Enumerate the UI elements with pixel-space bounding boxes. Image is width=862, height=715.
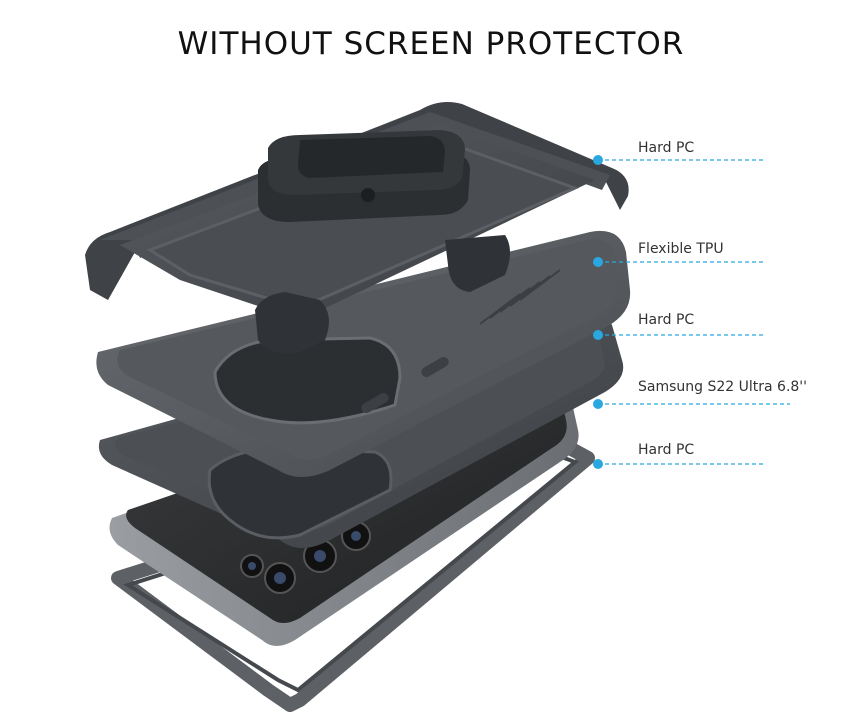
tpu-sleeve-layer <box>96 230 631 477</box>
callout-dot-5 <box>593 459 603 469</box>
belt-clip <box>258 130 470 222</box>
page-title: WITHOUT SCREEN PROTECTOR <box>177 26 685 62</box>
callout-label-hard-pc-top: Hard PC <box>638 140 695 156</box>
callout-label-hard-pc-middle: Hard PC <box>638 312 695 328</box>
callout-dot-4 <box>593 399 603 409</box>
top-holster-shell-layer <box>85 102 629 354</box>
callout-label-phone-model: Samsung S22 Ultra 6.8'' <box>638 379 808 395</box>
callout-markers <box>593 155 790 469</box>
callout-label-flexible-tpu: Flexible TPU <box>638 241 724 257</box>
callout-dot-3 <box>593 330 603 340</box>
callout-dot-1 <box>593 155 603 165</box>
callout-dot-2 <box>593 257 603 267</box>
callout-label-hard-pc-bottom: Hard PC <box>638 442 695 458</box>
